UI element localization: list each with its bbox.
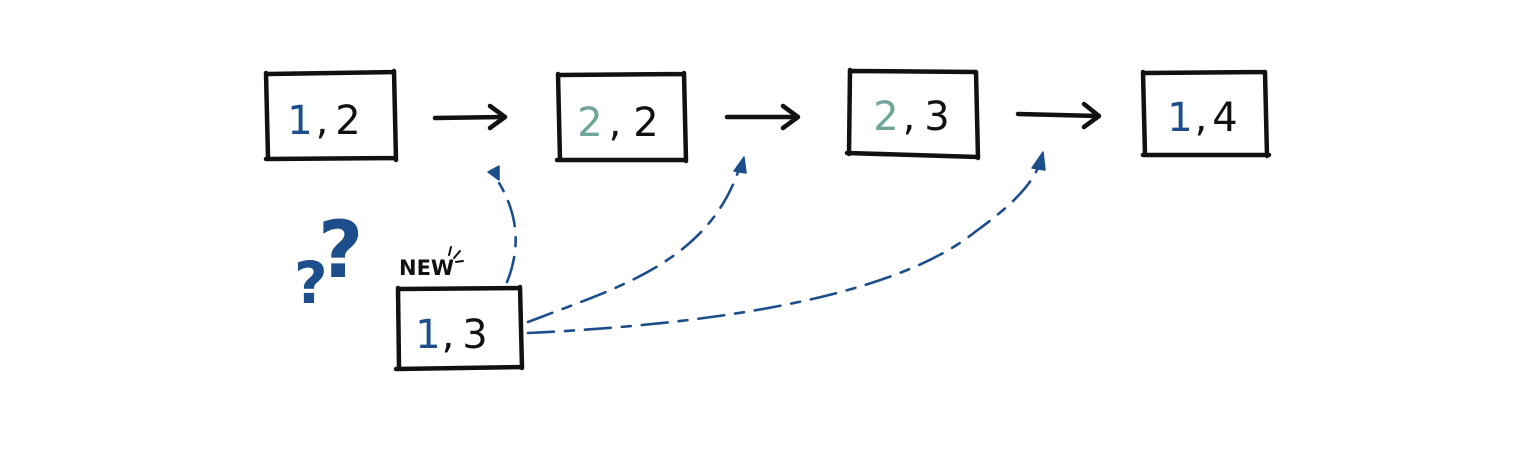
question-mark-icon-small: ? (294, 249, 328, 317)
new-item-box: 1 , 3 (393, 284, 525, 372)
box-2-second: 2 (633, 100, 658, 146)
link-to-position-2 (526, 156, 747, 324)
box-4-second: 4 (1212, 95, 1237, 141)
box-4-first: 1 (1167, 95, 1192, 141)
arrow-box3-box4 (1015, 101, 1102, 130)
question-mark-icon-large: ? (318, 206, 363, 296)
arrow-box2-box3 (724, 103, 801, 131)
sparkle-icon (448, 246, 464, 263)
new-item-second: 3 (462, 312, 487, 358)
new-item-first: 1 (415, 312, 440, 358)
box-3-separator: , (903, 94, 916, 140)
box-2-separator: , (609, 100, 622, 146)
box-1-first: 1 (287, 98, 312, 144)
box-1-second: 2 (335, 98, 360, 144)
sequence-box-2: 2 , 2 (554, 70, 689, 164)
new-item-separator: , (442, 312, 455, 358)
sequence-box-3: 2 , 3 (844, 67, 981, 161)
box-2-first: 2 (577, 100, 602, 146)
link-to-position-3 (526, 151, 1046, 335)
link-to-position-1 (487, 165, 517, 284)
question-marks: ? ? (294, 206, 363, 317)
new-label: NEW (399, 256, 454, 280)
box-3-second: 3 (924, 94, 949, 140)
new-label-group: NEW (399, 246, 464, 280)
box-1-separator: , (316, 98, 329, 144)
sequence-box-4: 1 , 4 (1140, 69, 1272, 159)
box-3-first: 2 (873, 94, 898, 140)
box-4-separator: , (1195, 95, 1208, 141)
arrow-box1-box2 (432, 103, 508, 131)
sequence-box-1: 1 , 2 (263, 68, 399, 163)
